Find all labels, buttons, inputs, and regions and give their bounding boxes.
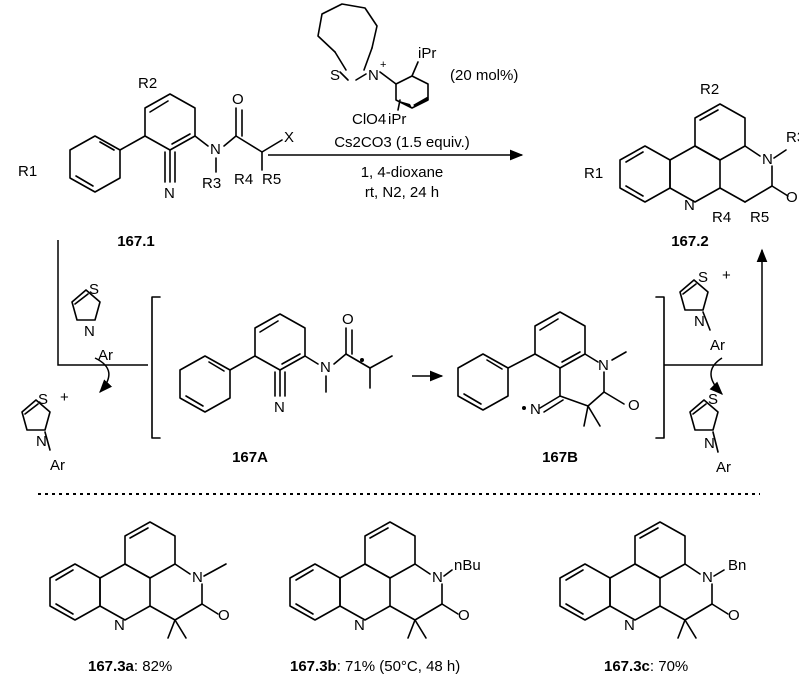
sm-nitrile-n-label: N (164, 185, 175, 202)
catalyst-counterion: ClO4 (352, 111, 386, 128)
carbene-radical-cation-right (679, 279, 711, 331)
ex-b-n-ring: N (354, 617, 365, 634)
carbene-tr-n-label: N (694, 313, 705, 330)
product-amide-n-label: N (762, 151, 773, 168)
product-ring-n-label: N (684, 197, 695, 214)
base-condition-label: Cs2CO3 (1.5 equiv.) (334, 134, 470, 151)
catalyst-plus-sign: + (380, 59, 386, 71)
catalyst-loading-label: (20 mol%) (450, 67, 518, 84)
catalyst-ipr-bottom: iPr (388, 111, 406, 128)
mechanism-left-line (57, 240, 148, 366)
sm-x-label: X (284, 129, 294, 146)
mechanism-right-line (664, 248, 768, 366)
int-B-imine-n-label: N (530, 401, 541, 418)
ex-a-n-amide: N (192, 569, 203, 586)
sm-o-label: O (232, 91, 244, 108)
int-B-o-label: O (628, 397, 640, 414)
starting-material-structure (69, 93, 283, 193)
carbene-radical-cation-left (21, 399, 51, 451)
carbene-left-s-label: S (89, 281, 99, 298)
product-r4-label: R4 (712, 209, 731, 226)
ex-b-n-amide: N (432, 569, 443, 586)
sm-n-label: N (210, 141, 221, 158)
product-r1-label: R1 (584, 165, 603, 182)
sm-r5-label: R5 (262, 171, 281, 188)
set-curved-arrow-left (94, 357, 113, 393)
product-o-label: O (786, 189, 798, 206)
ex-a-n-ring: N (114, 617, 125, 634)
product-structure (619, 103, 789, 203)
ex-c-substituent: Bn (728, 557, 746, 574)
product-id: 167.2 (671, 233, 709, 250)
carbene-tr-s-label: S (698, 269, 708, 286)
ex-b-o: O (458, 607, 470, 624)
ex-c-n-ring: N (624, 617, 635, 634)
bracket-left (151, 296, 161, 439)
sm-r2-label: R2 (138, 75, 157, 92)
intermediate-167A-structure (179, 313, 393, 413)
catalyst-s-label: S (330, 67, 340, 84)
carbene-neutral-left (71, 289, 101, 321)
carbene-tr-ar-label: Ar (710, 337, 725, 354)
catalyst-ipr-top: iPr (418, 45, 436, 62)
temperature-time-label: rt, N2, 24 h (365, 184, 439, 201)
example-b-id: 167.3b (290, 658, 337, 675)
catalyst-n-label: N (368, 67, 379, 84)
int-A-nitrile-n-label: N (274, 399, 285, 416)
example-167-3c-structure (559, 521, 729, 639)
example-b-yield: : 71% (50°C, 48 h) (337, 658, 461, 675)
carbene-tr-plus: + (722, 267, 731, 284)
example-167-3a-structure (49, 521, 227, 639)
int-A-o-label: O (342, 311, 354, 328)
bracket-right (655, 296, 665, 439)
nhc-catalyst-structure (317, 3, 429, 111)
set-curved-arrow-right (709, 357, 723, 395)
example-a-caption: 167.3a: 82% (88, 658, 172, 675)
example-c-id: 167.3c (604, 658, 650, 675)
carbene-br-s-label: S (708, 391, 718, 408)
carbene-bl-n-label: N (36, 433, 47, 450)
intermediate-167A-id: 167A (232, 449, 268, 466)
carbene-left-ar-label: Ar (98, 347, 113, 364)
carbene-bl-s-label: S (38, 391, 48, 408)
intermediate-167B-structure (457, 311, 627, 427)
product-r5-label: R5 (750, 209, 769, 226)
int-B-n-label: N (598, 357, 609, 374)
sm-r3-label: R3 (202, 175, 221, 192)
int-A-n-label: N (320, 359, 331, 376)
solvent-label: 1, 4-dioxane (361, 164, 444, 181)
example-a-yield: : 82% (134, 658, 172, 675)
ex-b-substituent: nBu (454, 557, 481, 574)
product-r2-label: R2 (700, 81, 719, 98)
sm-r4-label: R4 (234, 171, 253, 188)
carbene-neutral-right (689, 399, 719, 453)
product-r3-label: R3 (786, 129, 799, 146)
carbene-left-n-label: N (84, 323, 95, 340)
example-a-id: 167.3a (88, 658, 135, 675)
intermediate-167B-id: 167B (542, 449, 578, 466)
ex-a-o: O (218, 607, 230, 624)
starting-material-id: 167.1 (117, 233, 155, 250)
carbene-bl-ar-label: Ar (50, 457, 65, 474)
carbene-br-ar-label: Ar (716, 459, 731, 476)
sm-r1-label: R1 (18, 163, 37, 180)
example-c-caption: 167.3c: 70% (604, 658, 688, 675)
example-c-yield: : 70% (650, 658, 688, 675)
example-b-caption: 167.3b: 71% (50°C, 48 h) (290, 658, 460, 675)
carbene-br-n-label: N (704, 435, 715, 452)
carbene-bl-plus: + (60, 389, 69, 406)
example-167-3b-structure (289, 521, 459, 639)
ex-c-o: O (728, 607, 740, 624)
ex-c-n-amide: N (702, 569, 713, 586)
